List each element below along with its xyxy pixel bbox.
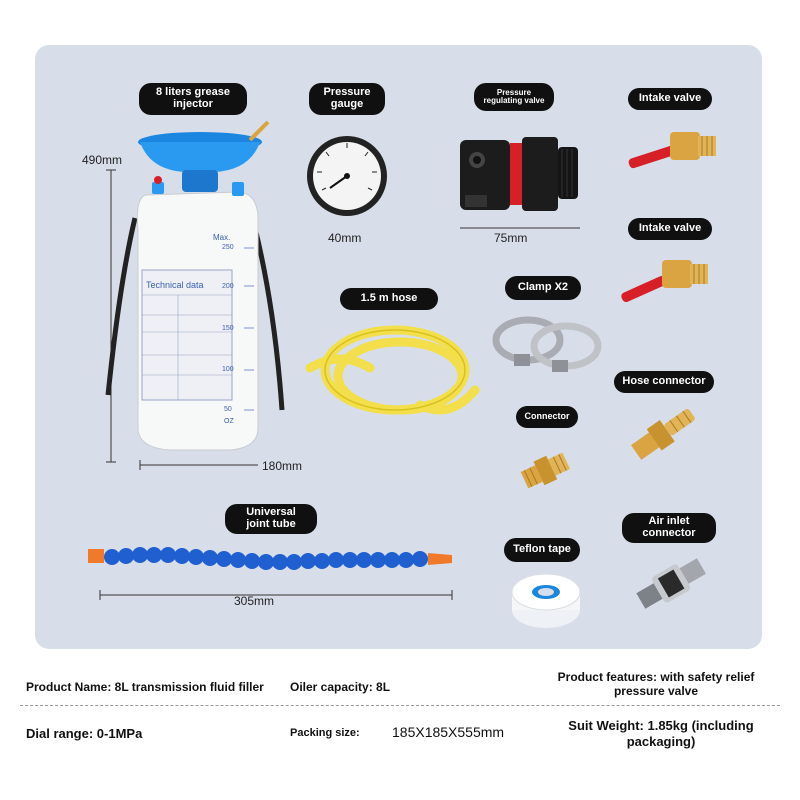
spec-product-name: Product Name: 8L transmission fluid fill…	[26, 680, 264, 694]
spec-features: Product features: with safety relief pre…	[557, 670, 755, 698]
label-hose: 1.5 m hose	[340, 288, 438, 310]
spec-divider	[20, 705, 780, 706]
air-inlet-connector-image	[636, 558, 706, 609]
spec-packing-value: 185X185X555mm	[392, 724, 505, 740]
teflon-tape-image	[511, 573, 581, 628]
bottle-scale-150: 150	[222, 325, 234, 332]
bottle-scale-max: Max.	[213, 233, 231, 242]
spec-capacity: Oiler capacity: 8L	[290, 680, 391, 694]
dim-width: 180mm	[262, 459, 303, 473]
intake-valve-image-2	[621, 260, 708, 303]
connector-image	[520, 452, 570, 489]
hose-connector-image	[630, 408, 695, 460]
pressure-regulator-image	[460, 137, 580, 229]
dim-regulator: 75mm	[494, 231, 528, 245]
intake-valve-image-1	[628, 132, 716, 169]
dim-tube: 305mm	[234, 594, 275, 608]
bottle-scale-50: 50	[224, 406, 232, 413]
spec-weight: Suit Weight: 1.85kg (including packaging…	[568, 718, 754, 749]
hose-image	[305, 325, 480, 415]
label-clamp: Clamp X2	[505, 276, 581, 300]
label-air-inlet: Air inlet connector	[622, 513, 716, 543]
pressure-gauge-image	[307, 136, 387, 216]
bottle-scale-200: 200	[222, 283, 234, 290]
bottle-label-title: Technical data	[146, 280, 204, 290]
bottle-scale-oz: OZ	[224, 418, 234, 425]
label-tube: Universal joint tube	[225, 504, 317, 534]
dim-gauge: 40mm	[328, 231, 362, 245]
universal-tube-image	[88, 547, 453, 600]
label-intake-valve-1: Intake valve	[628, 88, 712, 110]
label-intake-valve-2: Intake valve	[628, 218, 712, 240]
spec-dial-range: Dial range: 0-1MPa	[26, 726, 143, 741]
label-hose-connector: Hose connector	[614, 371, 714, 393]
bottle-scale-250: 250	[222, 244, 234, 251]
bottle-scale-100: 100	[222, 366, 234, 373]
spec-packing-label: Packing size:	[290, 727, 360, 739]
clamp-image	[492, 316, 602, 372]
label-regulator: Pressure regulating valve	[474, 83, 554, 111]
label-gauge: Pressure gauge	[309, 83, 385, 115]
grease-injector-image	[105, 120, 285, 470]
label-teflon: Teflon tape	[504, 538, 580, 562]
dim-height: 490mm	[82, 153, 123, 167]
label-connector: Connector	[516, 406, 578, 428]
label-injector: 8 liters grease injector	[139, 83, 247, 115]
